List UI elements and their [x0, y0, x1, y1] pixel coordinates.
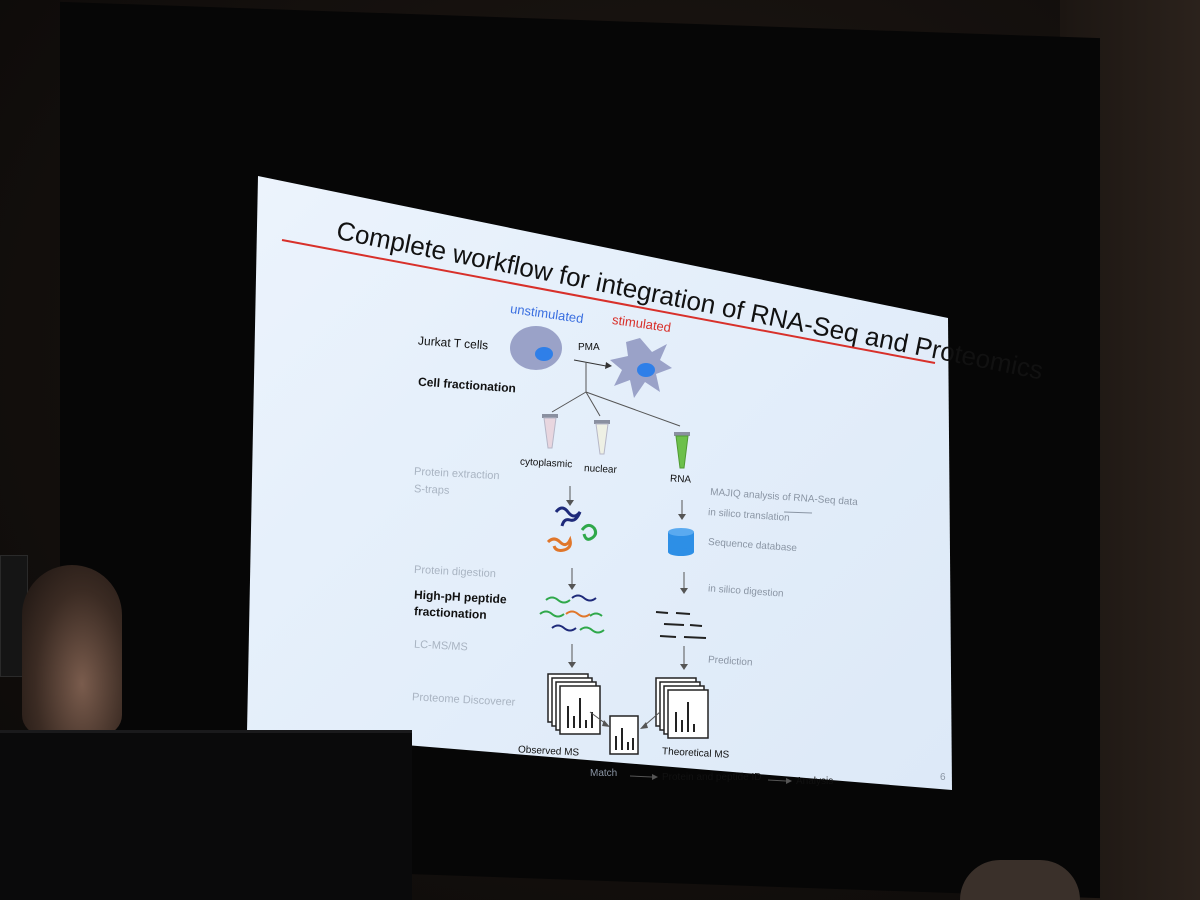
- arrow-down-icon: [568, 662, 576, 668]
- spectrum-icon-observed: [547, 673, 601, 735]
- label-pma: PMA: [578, 342, 600, 353]
- label-extraction-2: S-traps: [413, 483, 450, 497]
- spectrum-icon-match: [609, 715, 639, 755]
- tube-icon-nuclear: [594, 420, 610, 455]
- tube-icon-rna: [674, 432, 690, 469]
- predicted-peptides: [655, 611, 707, 639]
- arrow-down-icon: [680, 588, 688, 594]
- spectrum-icon-theoretical: [655, 677, 709, 739]
- arrow-right-icon: [786, 778, 792, 784]
- split-right: [585, 391, 681, 427]
- protein-icon: [546, 506, 598, 552]
- unstimulated-cell: [510, 326, 562, 370]
- label-nuclear: nuclear: [583, 463, 618, 476]
- arrow-down-icon: [680, 664, 688, 670]
- title-rule: [281, 239, 936, 364]
- arrow-down-icon: [566, 500, 574, 506]
- arrow-right-icon: [652, 774, 658, 780]
- tube-icon-cytoplasmic: [542, 414, 558, 449]
- label-protein-id: Protein and peptide ID: [662, 772, 762, 783]
- stimulated-nucleus: [637, 363, 655, 377]
- slide-page-number: 6: [940, 772, 946, 783]
- audience-heads: [960, 860, 1080, 900]
- label-majiq-suffix: data: [835, 495, 859, 509]
- podium: [0, 733, 412, 900]
- arrow-down-icon: [678, 514, 686, 520]
- split-left: [551, 391, 587, 413]
- label-match: Match: [590, 768, 618, 779]
- presenter-silhouette: [22, 565, 122, 735]
- label-analysis: Analysis: [796, 776, 834, 787]
- split-mid: [585, 391, 601, 417]
- label-rna: RNA: [669, 473, 692, 486]
- pma-arrow: [573, 359, 607, 367]
- arrow-left-icon: [640, 722, 648, 729]
- unstimulated-nucleus: [535, 347, 553, 361]
- database-icon: [668, 528, 694, 556]
- arrow-right-icon: [605, 362, 612, 369]
- peptide-icon: [539, 594, 605, 634]
- arrow-right-icon: [602, 720, 610, 727]
- arrow-down-icon: [568, 584, 576, 590]
- rna-seq-underline: [783, 511, 813, 514]
